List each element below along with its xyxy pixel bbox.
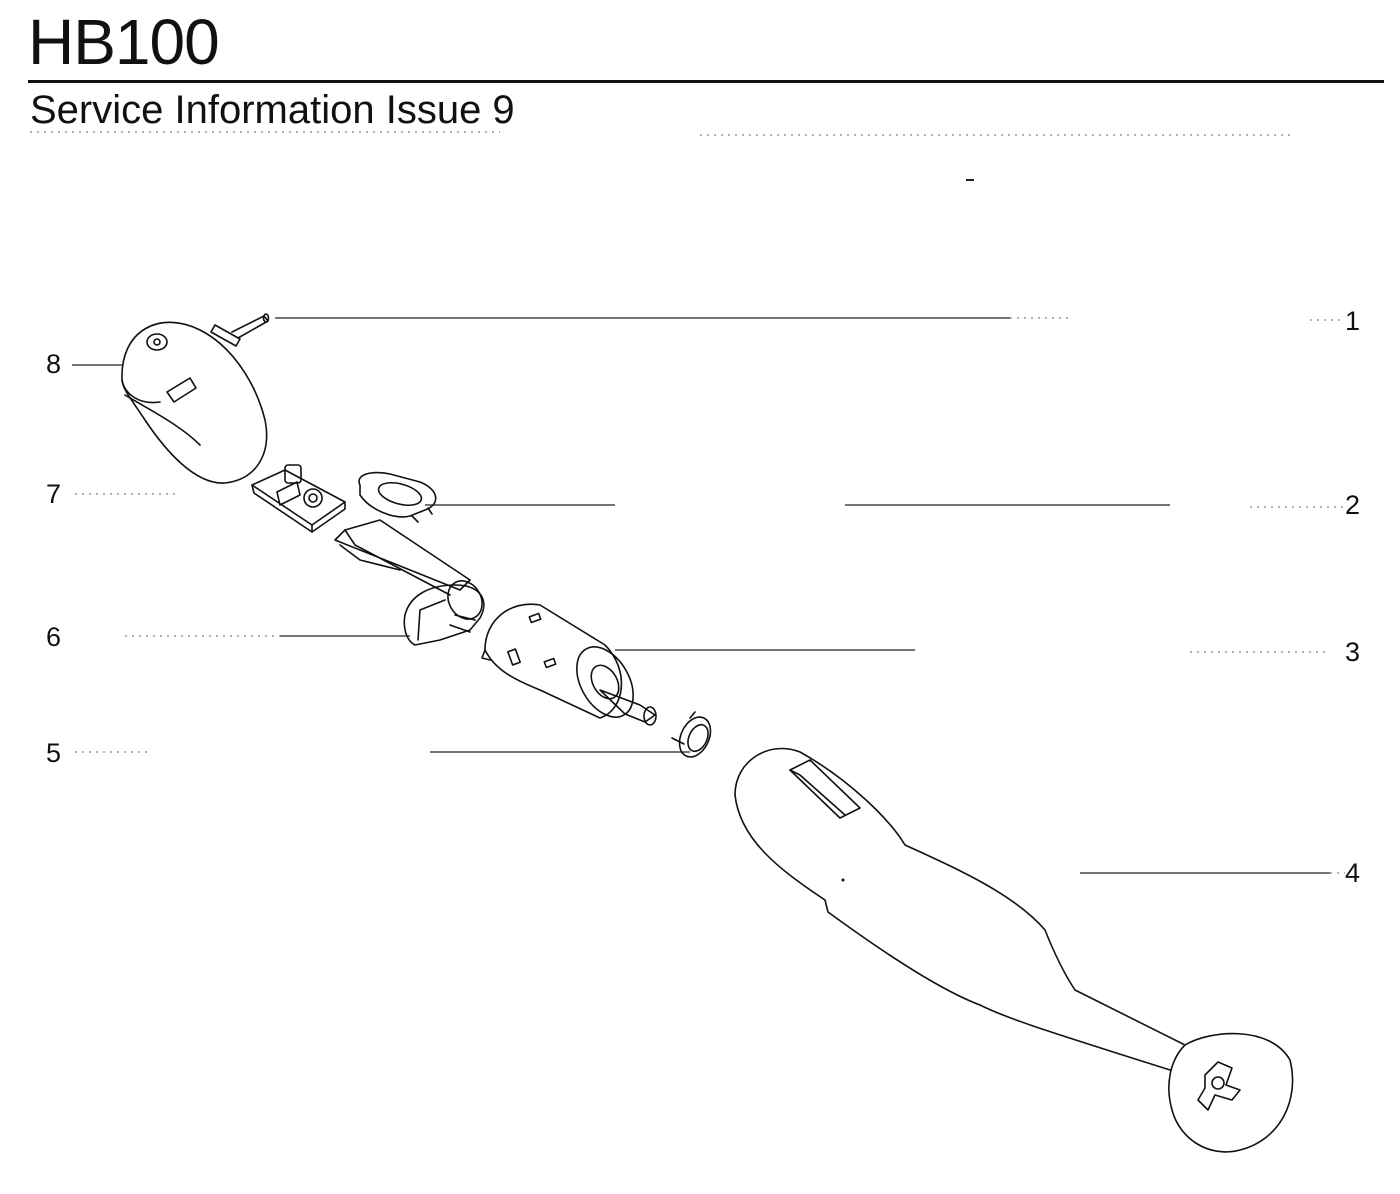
callout-6: 6 (46, 622, 62, 652)
callout-3: 3 (1345, 637, 1361, 667)
callout-4: 4 (1345, 858, 1361, 888)
page-subtitle: Service Information Issue 9 (30, 88, 515, 132)
motor-bracket (334, 519, 485, 646)
button-pin (210, 313, 270, 347)
leader-1 (275, 317, 1345, 321)
button-cover (358, 471, 437, 523)
callout-7: 7 (46, 479, 62, 509)
callout-2: 2 (1345, 490, 1361, 520)
callout-8: 8 (46, 349, 62, 379)
leader-3 (615, 649, 1325, 653)
leader-2 (425, 504, 1345, 508)
callout-5: 5 (46, 738, 62, 768)
shaft-body (734, 747, 1294, 1153)
page-title: HB100 (28, 6, 220, 78)
callout-1: 1 (1345, 306, 1361, 336)
title-rule (28, 80, 1384, 83)
top-cap (121, 321, 268, 484)
motor (481, 603, 657, 726)
switch-pcb (251, 464, 346, 533)
coupling-ring (671, 711, 712, 758)
